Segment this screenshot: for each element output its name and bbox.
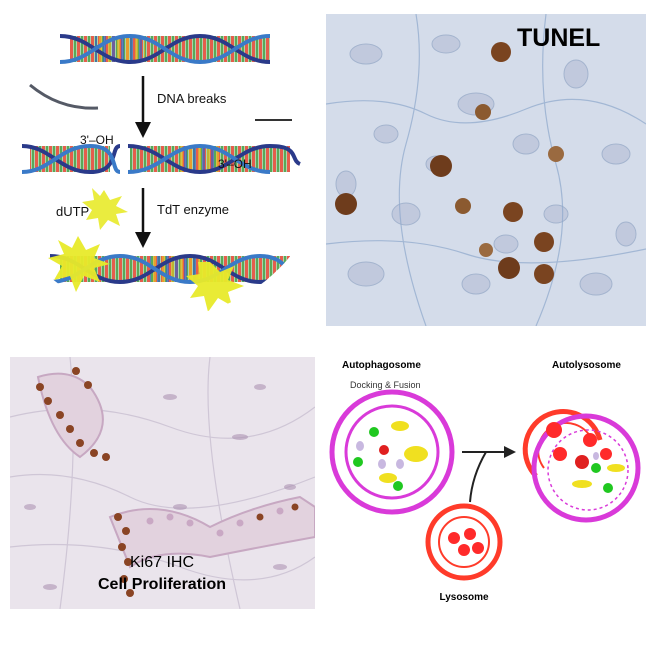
docking-fusion-label: Docking & Fusion [350,380,421,390]
epithelium-layer [108,495,315,569]
gland-structure [36,372,104,459]
label-starburst-icon [48,236,110,292]
label-dutp: dUTP [56,204,89,219]
tunel-schematic: DNA breaks 3'–OH 3'–OH dUTP TdT enzyme [21,33,302,312]
tunel-positive-nucleus [534,264,554,284]
lysosome [425,503,503,581]
tunel-positive-nucleus [548,146,564,162]
autolysosome [522,408,641,523]
tunel-positive-nucleus [498,257,520,279]
tunel-positive-nucleus [430,155,452,177]
tunel-positive-nucleus [455,198,471,214]
broken-strand [29,83,99,110]
tunel-positive-nucleus [491,42,511,62]
step-tdt-enzyme: TdT enzyme [157,202,229,217]
tunel-positive-nucleus [534,232,554,252]
ki67-micrograph: Ki67 IHC Cell Proliferation [10,357,315,609]
label-starburst-icon [186,262,244,312]
apoptotic-nuclei [335,42,564,284]
tunel-micrograph-panel: TUNEL [326,14,646,326]
ki67-positive-nuclei [36,367,299,597]
arrow-down-icon [135,76,151,138]
tunel-positive-nucleus [479,243,493,257]
step-dna-breaks: DNA breaks [157,91,227,106]
tunel-positive-nucleus [503,202,523,222]
ki67-label-line2: Cell Proliferation [98,576,226,593]
dna-helix-broken [21,143,302,175]
label-3oh-right: 3'–OH [218,157,252,171]
ki67-ihc-panel: Ki67 IHC Cell Proliferation [10,357,315,609]
autophagy-panel: Autophagosome Docking & Fusion [320,350,656,616]
autolysosome-title: Autolysosome [552,360,621,371]
autophagosome-title: Autophagosome [342,360,421,371]
dna-helix-top [59,33,271,65]
fusion-arrow-icon [462,446,516,503]
autophagy-diagram: Autophagosome Docking & Fusion [329,360,641,603]
dutp-starburst-icon [82,188,128,230]
tunel-label: TUNEL [517,24,600,52]
tunel-schematic-panel: DNA breaks 3'–OH 3'–OH dUTP TdT enzyme [0,0,322,322]
tunel-micrograph: TUNEL [326,14,646,326]
label-3oh-left: 3'–OH [80,133,114,147]
tunel-positive-nucleus [475,104,491,120]
lysosome-label: Lysosome [439,592,489,603]
arrow-down-icon [135,188,151,248]
tunel-positive-nucleus [335,193,357,215]
ki67-label-line1: Ki67 IHC [130,554,194,571]
autophagosome [329,389,455,515]
